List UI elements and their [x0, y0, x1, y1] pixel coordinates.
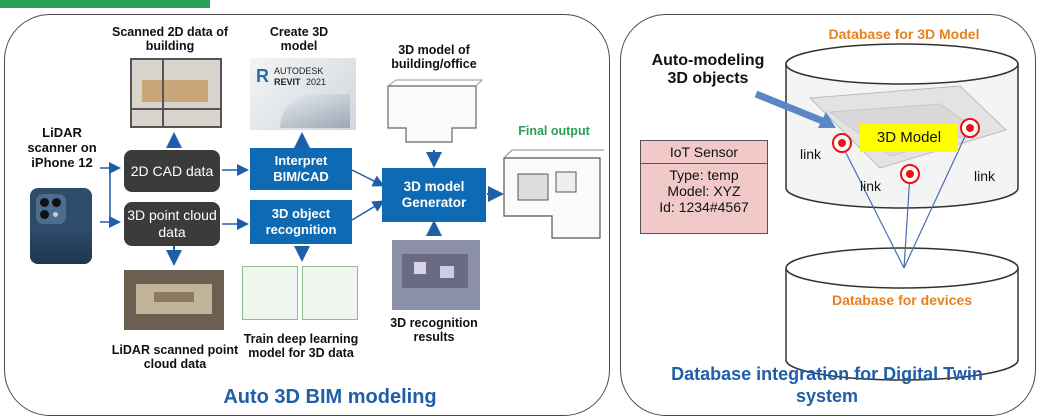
link-label-middle: link — [860, 178, 882, 194]
revit-product: REVIT — [274, 77, 301, 87]
header-accent-bar — [0, 0, 210, 8]
iot-sensor-card: IoT Sensor Type: temp Model: XYZ Id: 123… — [640, 140, 768, 234]
lidar-bracket — [100, 167, 111, 223]
train-deep-learning-label: Train deep learning model for 3D data — [243, 332, 359, 361]
interpret-bim-cad-box: Interpret BIM/CAD — [250, 148, 352, 190]
link-label-left: link — [800, 146, 822, 162]
auto-modeling-label: Auto-modeling 3D objects — [651, 52, 765, 88]
building-outline-image — [387, 79, 484, 143]
database-devices-label: Database for devices — [831, 292, 973, 308]
model-tag: 3D Model — [860, 124, 958, 152]
create-3d-model-label: Create 3D model — [269, 25, 329, 54]
scanned-2d-label: Scanned 2D data of building — [112, 25, 228, 54]
recognition-results-label: 3D recognition results — [390, 316, 478, 345]
model-generator-box: 3D model Generator — [382, 168, 486, 222]
iphone-image — [30, 188, 92, 264]
recognition-results-image — [392, 240, 480, 310]
link-label-right: link — [974, 168, 996, 184]
database-3d-model-label: Database for 3D Model — [828, 26, 980, 42]
building-3d-model-label: 3D model of building/office — [391, 43, 477, 72]
revit-brand: AUTODESK — [274, 66, 324, 76]
revit-year: 2021 — [306, 77, 327, 87]
final-output-label: Final output — [518, 124, 590, 138]
scanned-2d-floorplan-image — [130, 58, 222, 128]
lidar-scanner-label: LiDAR scanner on iPhone 12 — [27, 125, 97, 170]
revit-logo-image: R AUTODESK REVIT 2021 — [250, 58, 356, 130]
lidar-scanned-label: LiDAR scanned point cloud data — [111, 343, 239, 372]
bim-panel-title: Auto 3D BIM modeling — [223, 386, 437, 408]
link-marker-left — [832, 133, 852, 153]
link-marker-right — [960, 118, 980, 138]
lidar-point-cloud-image — [124, 270, 224, 330]
cad-data-box: 2D CAD data — [124, 150, 220, 192]
iot-sensor-id: Id: 1234#4567 — [659, 199, 749, 215]
digital-twin-panel-title: Database integration for Digital Twin sy… — [671, 364, 983, 406]
object-recognition-box: 3D object recognition — [250, 200, 352, 244]
point-cloud-data-box: 3D point cloud data — [124, 202, 220, 246]
deep-learning-models-image — [238, 262, 362, 322]
final-output-model-image — [503, 149, 604, 239]
iot-sensor-title: IoT Sensor — [641, 141, 767, 164]
iot-sensor-model: Model: XYZ — [667, 183, 741, 199]
iot-sensor-type: Type: temp — [669, 167, 739, 183]
link-marker-middle — [900, 164, 920, 184]
